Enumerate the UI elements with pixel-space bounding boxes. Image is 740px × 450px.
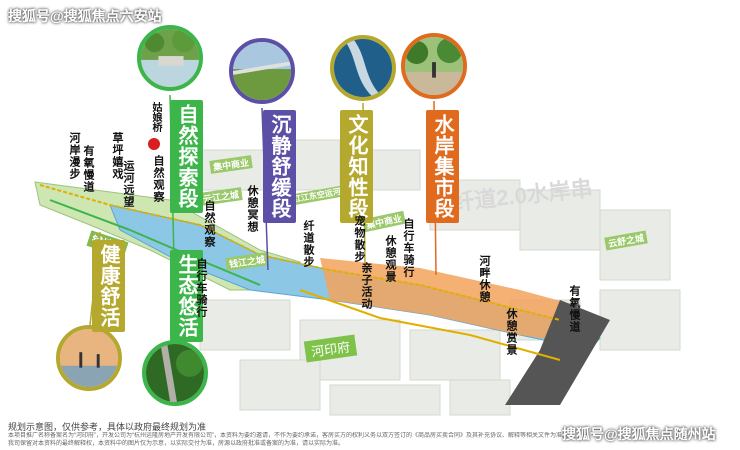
watermark-top-left: 搜狐号@搜狐焦点六安站 (8, 8, 162, 24)
watermark-bottom-right: 搜狐号@搜狐焦点随州站 (562, 426, 716, 442)
poi-zixingche-left: 自行车骑行 (195, 258, 207, 318)
trail-yellow (39, 184, 561, 321)
trail-green (49, 199, 261, 286)
photo-circle-orange (401, 33, 467, 99)
poi-xiuxi-guanjing: 休憩观景 (384, 235, 396, 283)
poi-caoping: 草坪嬉戏 (111, 132, 123, 180)
poi-youyang-right: 有氧慢道 (568, 285, 580, 333)
poi-chongwu: 宠物散步 (353, 215, 365, 263)
trail-yellow-lower (299, 289, 561, 361)
poi-yunhe: 运河远望 (122, 160, 134, 208)
footer-note: 规划示意图，仅供参考，具体以政府最终规划为准 (8, 422, 207, 432)
zone-label-nature: 自然探索段 (170, 100, 203, 213)
poi-ziran-top: 自然观察 (152, 155, 164, 203)
poi-hepan: 河畔休憩 (478, 255, 490, 303)
photo-circle-green-top (137, 25, 203, 91)
zone-label-calm: 沉静舒缓段 (263, 110, 296, 223)
photo-circle-green-bottom (142, 340, 208, 406)
poi-ziran: 自然观察 (203, 200, 215, 248)
zone-label-waterfront: 水岸集市段 (426, 110, 459, 223)
poi-xiuxi-mingxiang: 休憩冥想 (246, 185, 258, 233)
poi-zixingche-right: 自行车骑行 (402, 218, 414, 278)
zone-label-health: 健康舒活 (92, 240, 125, 332)
poi-youyang-left: 有氧慢道 (82, 145, 94, 193)
photo-circle-purple (229, 38, 295, 104)
photo-circle-olive (330, 35, 396, 101)
road-right (505, 300, 610, 405)
poi-xiuxi-shangjing: 休憩赏景 (505, 308, 517, 356)
poi-qinzi: 亲子活动 (360, 262, 372, 310)
bridge-marker-icon (148, 138, 160, 150)
poi-xiandao: 纤道散步 (302, 220, 314, 268)
photo-circle-olive-bottom (56, 325, 122, 391)
zone-label-eco: 生态悠活 (170, 250, 203, 342)
poi-hean-mandao: 河岸漫步 (68, 132, 80, 180)
footer-fine-print: 本项目推广名称备案名为“河印府”，开发公司为“杭州运隆房地产开发有限公司”，本资… (8, 433, 568, 447)
zone-label-culture: 文化知性段 (340, 110, 373, 223)
poi-guniangqiao: 姑娘桥 (150, 102, 161, 132)
